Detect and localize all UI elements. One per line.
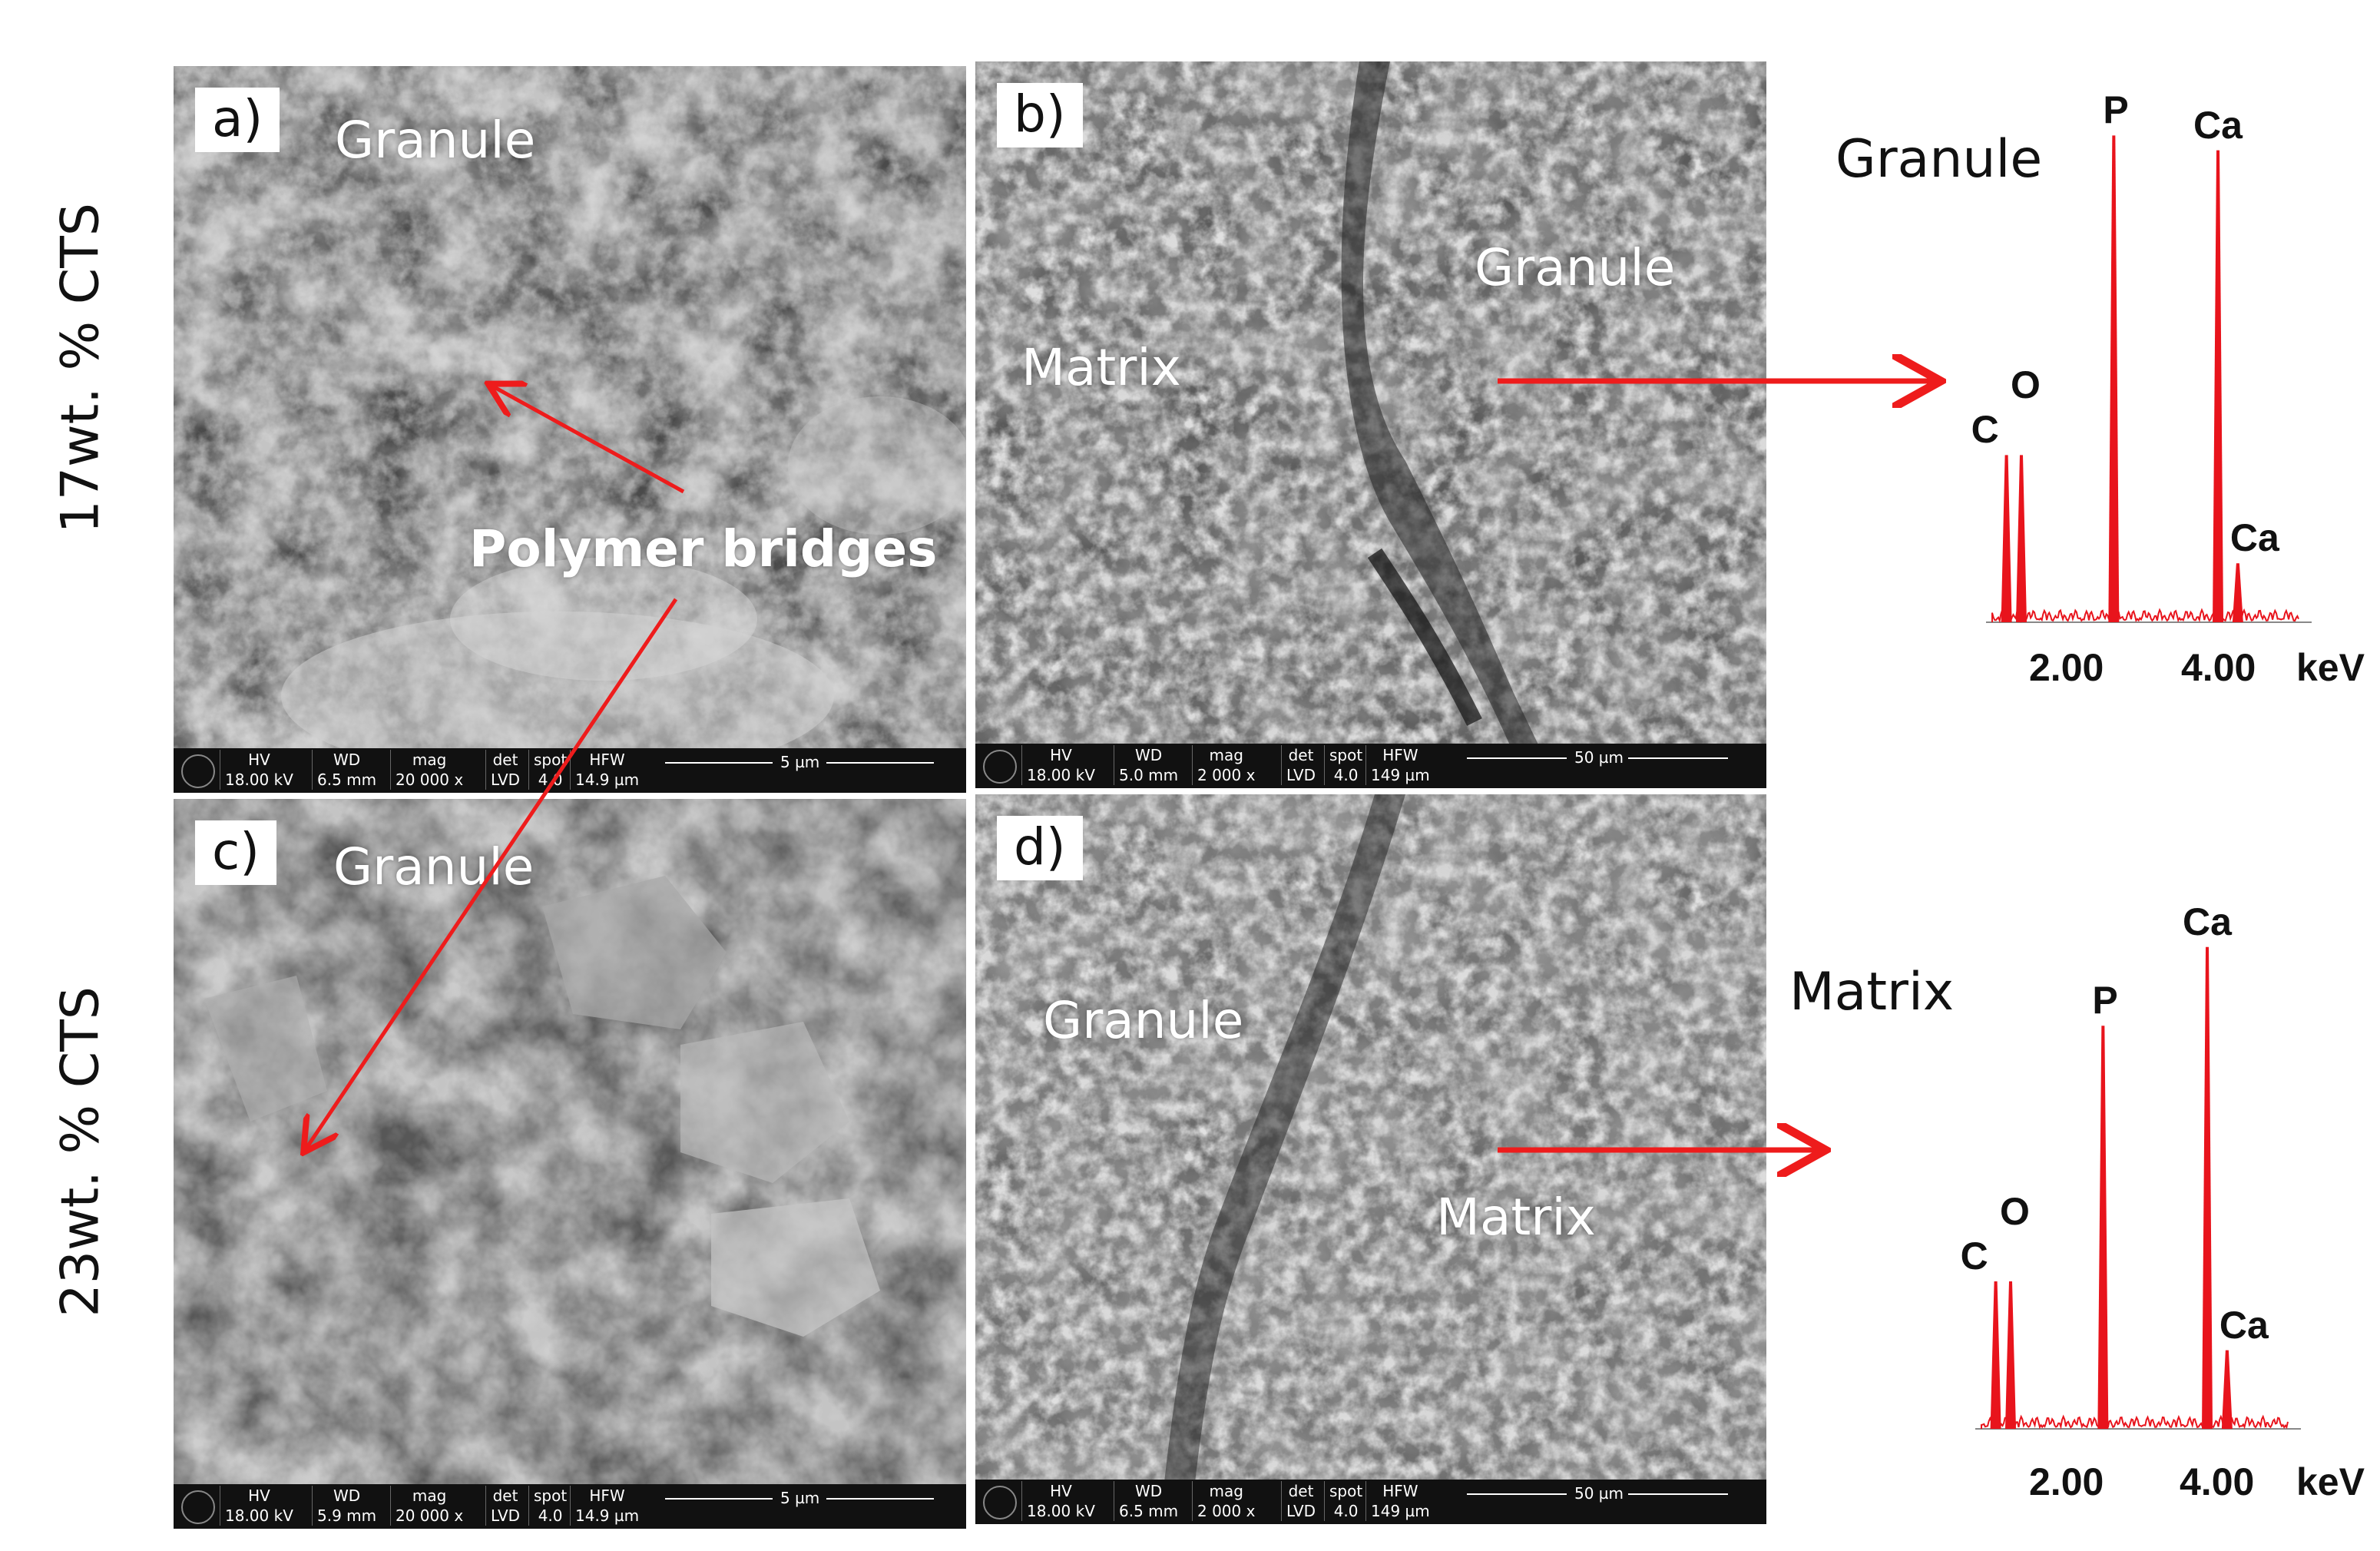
label-polymer-bridges: Polymer bridges [469,519,938,578]
panel-tag-d: d) [997,816,1083,880]
fei-logo-icon [983,750,1017,784]
edx-peak-label-o: O [2011,363,2041,407]
edx-peak-ca [2232,563,2243,622]
edx-peak-label-ca: Ca [2193,103,2243,147]
sem-image-c [174,799,966,1529]
edx-peak-label-p: P [2103,88,2129,132]
edx-noise-floor [1980,1414,2289,1430]
label-matrix-b: Matrix [1021,338,1181,397]
edx-tick-2-matrix: 2.00 [2029,1460,2104,1503]
row-label-17wt: 17wt. % CTS [50,203,111,534]
row-label-23wt: 23wt. % CTS [50,986,111,1317]
edx-peak-label-c: C [1960,1235,1988,1278]
edx-peak-label-c: C [1971,408,1999,452]
edx-peak-label-o: O [2000,1190,2030,1233]
scale-bar-label-d: 50 µm [1574,1484,1624,1503]
fei-logo-icon [181,754,215,788]
edx-unit-matrix: keV [2296,1460,2365,1503]
edx-peak-c [1990,1281,2001,1429]
edx-spectrum-matrix [1975,946,2301,1430]
scale-bar-label-b: 50 µm [1574,748,1624,767]
panel-tag-b: b) [997,83,1083,147]
edx-title-matrix: Matrix [1789,962,1955,1022]
edx-peak-ca [2213,150,2224,623]
edx-peak-label-ca: Ca [2183,900,2232,943]
edx-title-granule: Granule [1835,129,2043,190]
edx-peak-ca [2202,946,2213,1429]
scale-bar-label-c: 5 µm [780,1489,820,1507]
edx-peak-o [2016,455,2027,622]
edx-peak-label-p: P [2092,979,2118,1022]
edx-peak-p [2108,135,2120,622]
scale-bar-label-a: 5 µm [780,753,820,771]
sem-image-a [174,66,966,793]
edx-tick-4-matrix: 4.00 [2180,1460,2255,1503]
fei-logo-icon [181,1490,215,1524]
edx-peak-c [2001,455,2012,622]
edx-tick-4-granule: 4.00 [2181,646,2256,689]
sem-image-d [975,794,1766,1524]
edx-noise-floor [1991,608,2299,624]
label-granule-a: Granule [335,111,536,170]
panel-tag-a: a) [195,88,280,152]
edx-tick-2-granule: 2.00 [2029,646,2104,689]
edx-peak-p [2097,1026,2109,1429]
label-granule-d: Granule [1043,991,1244,1050]
label-granule-c: Granule [333,837,535,896]
label-granule-b: Granule [1475,238,1676,297]
fei-logo-icon [983,1486,1017,1520]
edx-unit-granule: keV [2296,646,2365,689]
label-matrix-d: Matrix [1436,1188,1596,1247]
sem-image-b [975,61,1766,788]
edx-peak-ca [2221,1350,2233,1429]
panel-tag-c: c) [195,820,277,885]
edx-peak-label-ca: Ca [2229,516,2279,560]
edx-spectrum-granule [1986,135,2312,624]
edx-peak-label-ca: Ca [2219,1303,2269,1347]
edx-peak-o [2005,1281,2016,1429]
